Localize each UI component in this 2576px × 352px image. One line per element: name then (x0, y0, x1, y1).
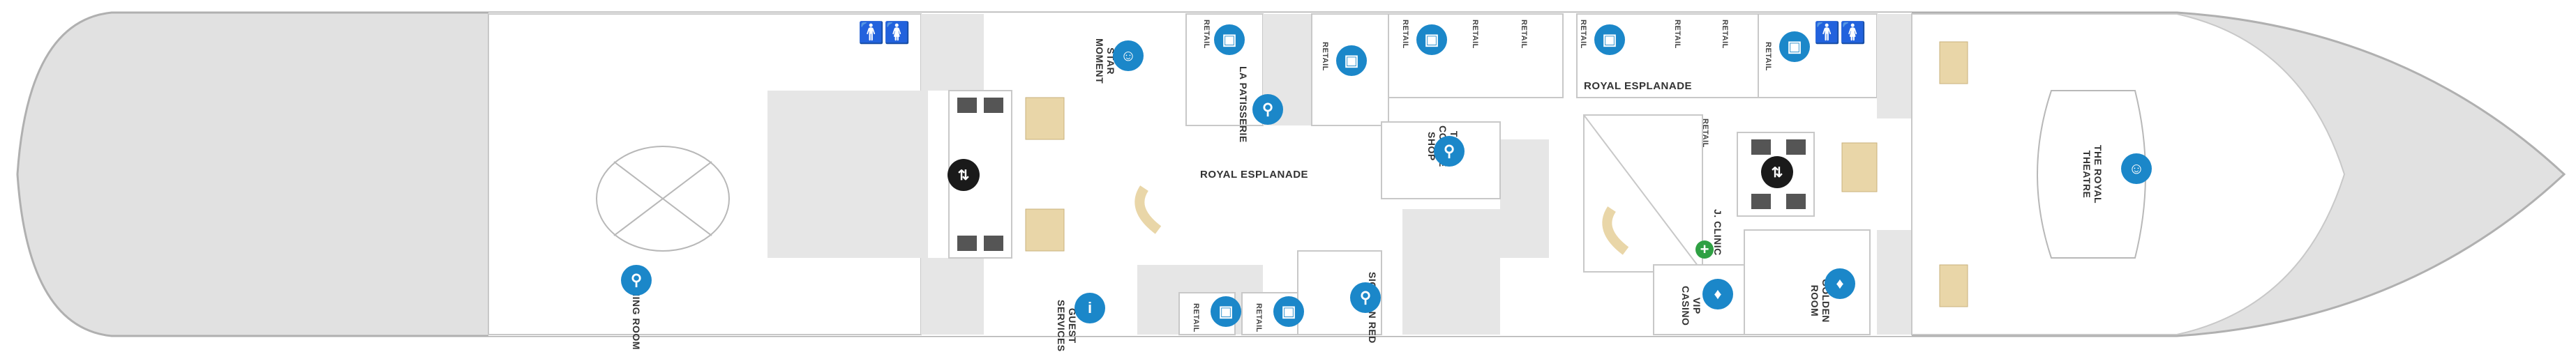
info-icon[interactable]: i (1074, 293, 1105, 323)
retail-label: RETAIL (1471, 20, 1479, 49)
fork-knife-icon[interactable]: ⚲ (1350, 282, 1381, 313)
retail-label: RETAIL (1579, 20, 1587, 49)
royal-esplanade-center-label: ROYAL ESPLANADE (1200, 169, 1309, 181)
spiral-stairs-aft (1602, 206, 1629, 255)
stairs-aft (1841, 142, 1878, 192)
retail-label: RETAIL (1701, 118, 1709, 148)
fork-knife-icon[interactable]: ⚲ (1434, 136, 1465, 167)
shopping-bag-icon[interactable]: ▣ (1273, 296, 1304, 327)
royal-theatre-label: THE ROYAL THEATRE (2081, 145, 2104, 204)
spiral-stairs-forward (1135, 185, 1162, 234)
theatre-masks-icon[interactable]: ☺ (2121, 153, 2152, 184)
fork-knife-icon[interactable]: ⚲ (1252, 94, 1283, 125)
medical-cross-icon[interactable]: + (1695, 240, 1714, 259)
retail-label: RETAIL (1401, 20, 1409, 49)
retail-label: RETAIL (1721, 20, 1729, 49)
shopping-bag-icon[interactable]: ▣ (1594, 24, 1625, 55)
retail-label: RETAIL (1520, 20, 1528, 49)
vip-casino-label: VIP CASINO (1680, 286, 1702, 326)
retail-label: RETAIL (1202, 20, 1211, 49)
la-patisserie-label: LA PATISSERIE (1238, 66, 1249, 143)
stairs-forward-bottom (1025, 208, 1065, 252)
shopping-bag-icon[interactable]: ▣ (1779, 31, 1810, 62)
casino-chip-icon[interactable]: ♦ (1702, 279, 1733, 309)
elevator-icon[interactable]: ⇅ (948, 159, 980, 191)
shopping-bag-icon[interactable]: ▣ (1416, 24, 1447, 55)
elevator-icon[interactable]: ⇅ (1761, 156, 1793, 188)
casino-chip-icon[interactable]: ♦ (1825, 268, 1855, 299)
shopping-bag-icon[interactable]: ▣ (1214, 24, 1245, 55)
restroom-icon: 🚹🚺 (1814, 22, 1866, 45)
retail-label: RETAIL (1764, 42, 1772, 71)
star-moment-label: STAR MOMENT (1094, 38, 1116, 84)
shopping-bag-icon[interactable]: ▣ (1336, 45, 1367, 76)
shopping-bag-icon[interactable]: ▣ (1211, 296, 1241, 327)
retail-label: RETAIL (1673, 20, 1682, 49)
theatre-masks-icon[interactable]: ☺ (1113, 40, 1144, 71)
royal-esplanade-top-label: ROYAL ESPLANADE (1584, 80, 1693, 92)
retail-label: RETAIL (1321, 42, 1329, 71)
j-clinic-label: J. CLINIC (1712, 209, 1723, 256)
restroom-icon: 🚹🚺 (858, 22, 911, 45)
stairs-forward-top (1025, 97, 1065, 140)
theatre-stairs-bottom (1939, 264, 1968, 307)
theatre-stairs-top (1939, 41, 1968, 84)
retail-label: RETAIL (1255, 303, 1263, 332)
retail-label: RETAIL (1192, 303, 1200, 332)
fork-knife-icon[interactable]: ⚲ (621, 265, 652, 296)
